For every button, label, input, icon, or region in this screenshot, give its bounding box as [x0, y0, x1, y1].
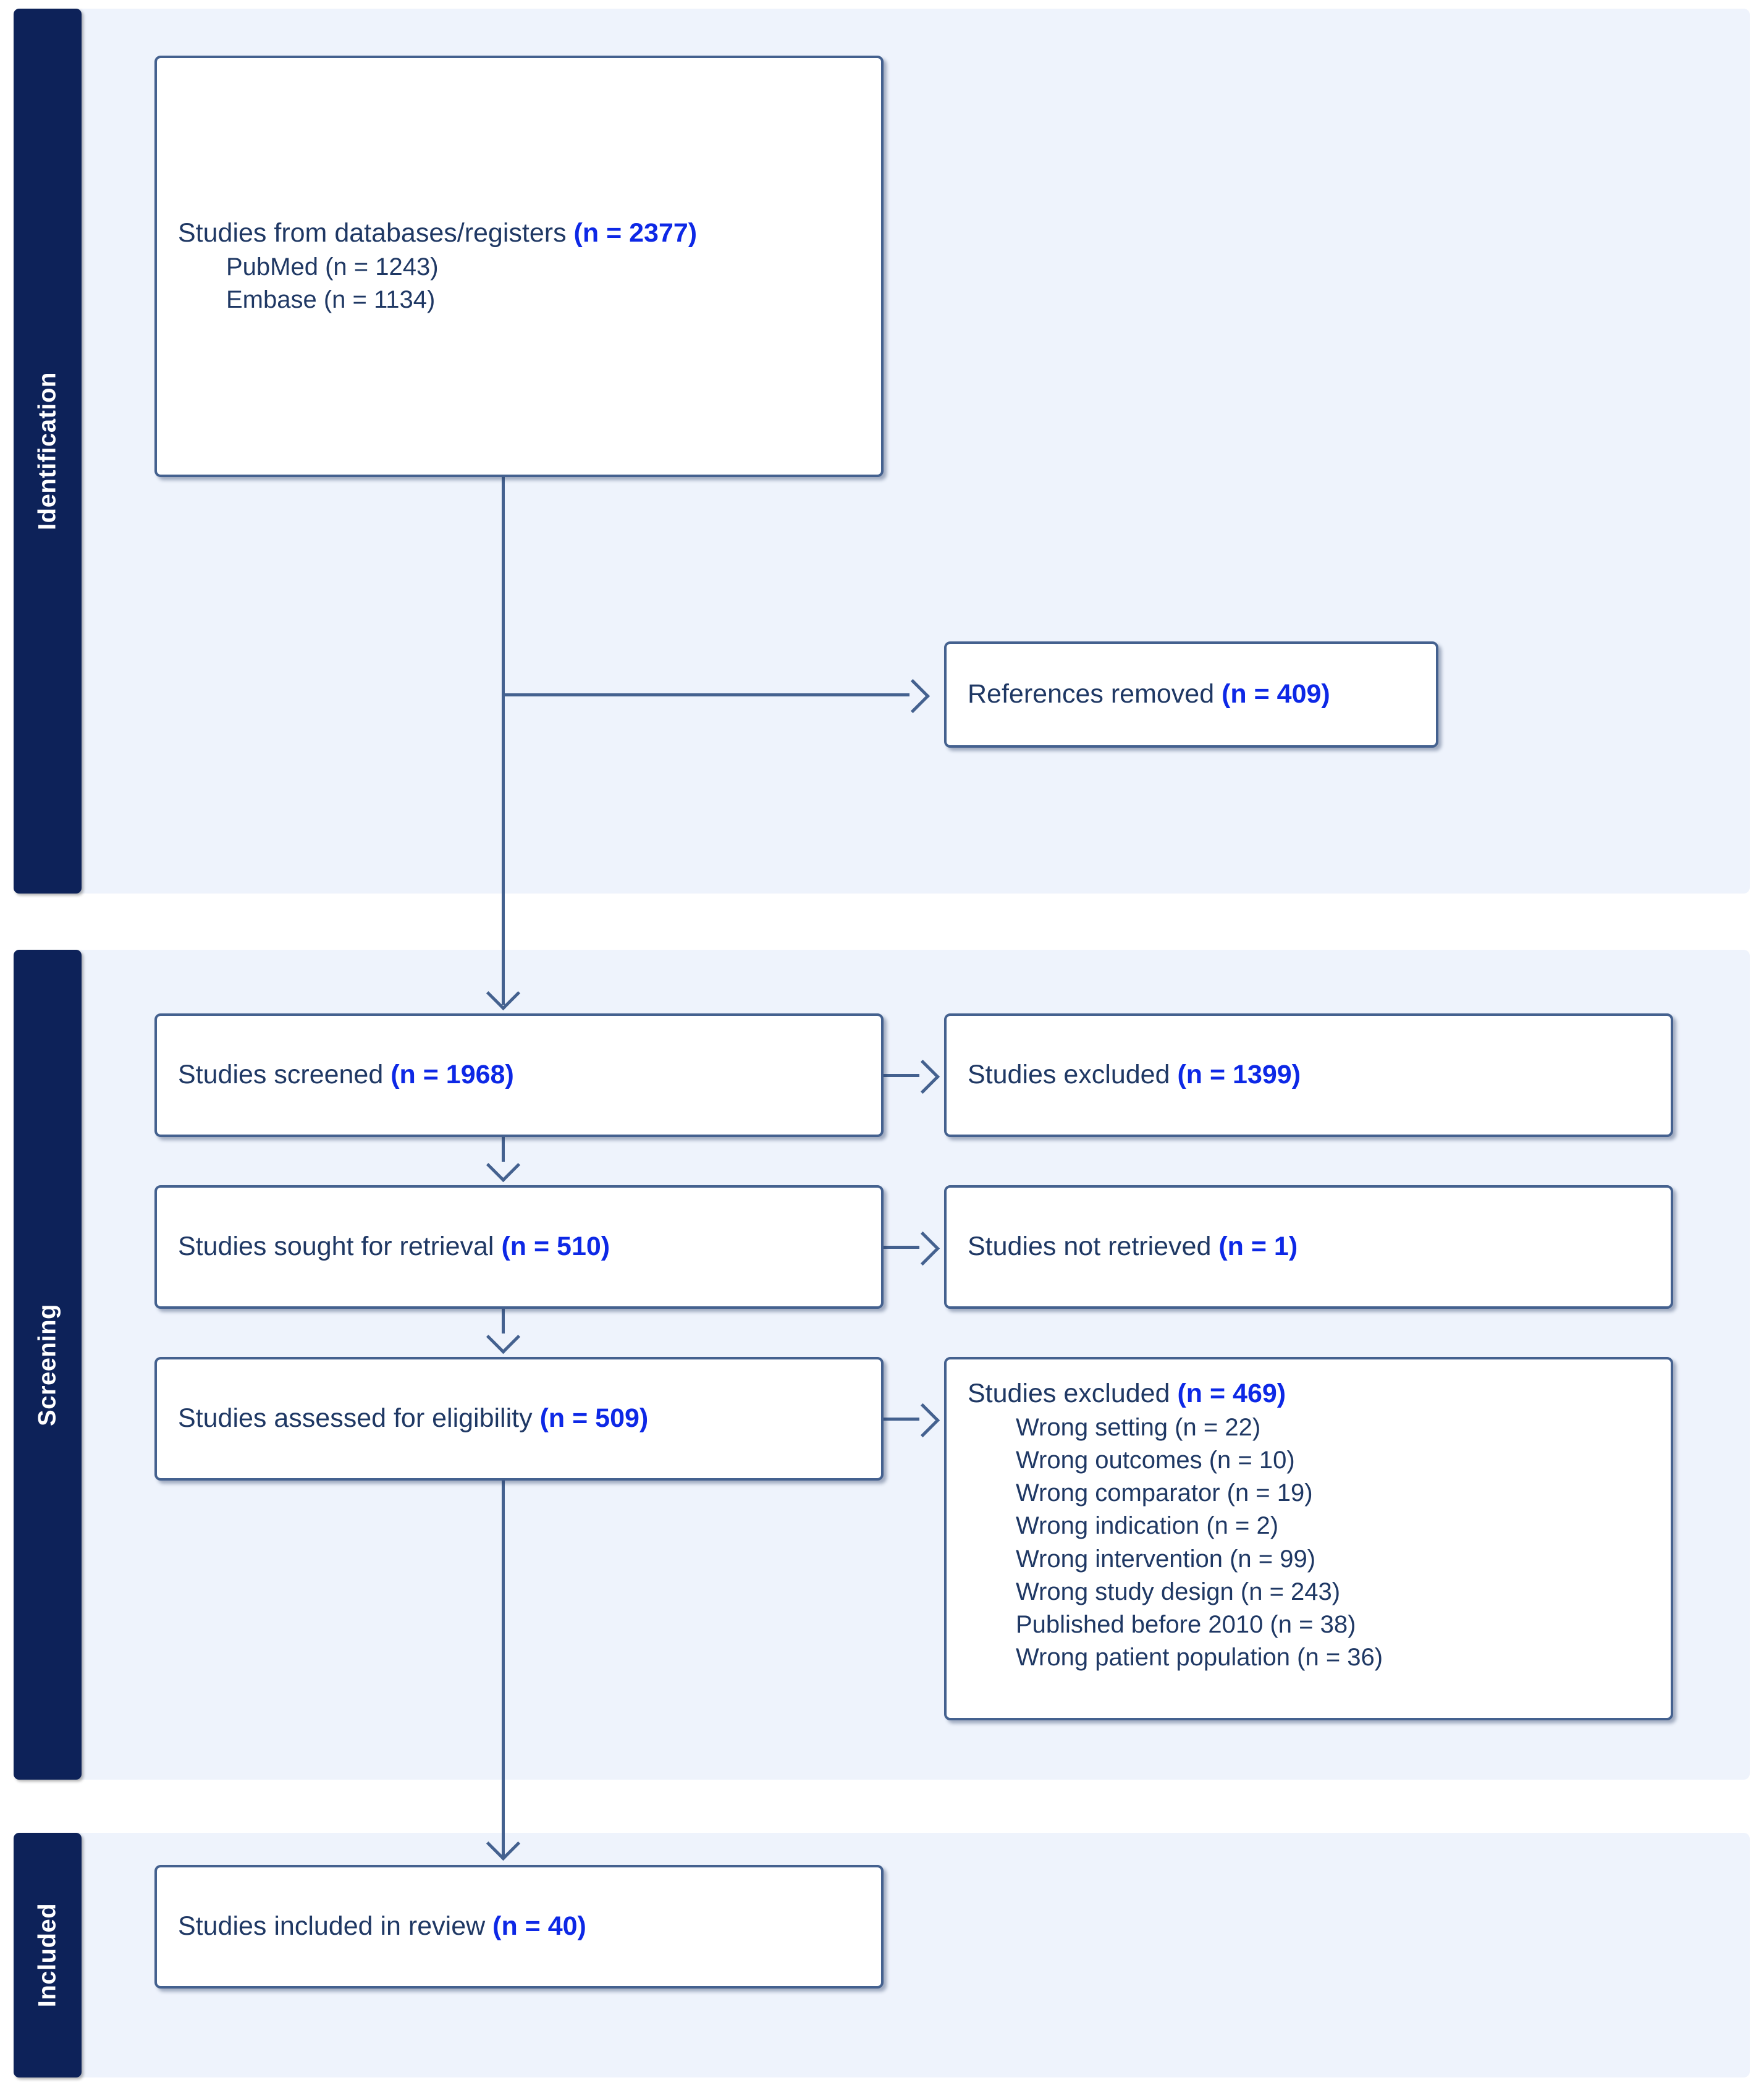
node-studies-included-in-review: Studies included in review (n = 40)	[154, 1865, 884, 1989]
node-studies-excluded-screening: Studies excluded (n = 1399)	[944, 1013, 1673, 1137]
connector-sought-to-assessed	[502, 1309, 505, 1334]
connector-screened-to-sought	[502, 1137, 505, 1162]
node-references-removed-count: (n = 409)	[1222, 679, 1330, 709]
exclusion-reason: Wrong study design (n = 243)	[1016, 1578, 1341, 1605]
exclusion-reason: Wrong outcomes (n = 10)	[1016, 1447, 1295, 1474]
node-studies-included-content: Studies included in review (n = 40)	[157, 1909, 881, 1944]
stage-tab-included: Included	[14, 1833, 82, 2077]
node-studies-not-retrieved-headline: Studies not retrieved (n = 1)	[968, 1230, 1650, 1264]
node-studies-sought-content: Studies sought for retrieval (n = 510)	[157, 1230, 881, 1264]
connector-sought-to-not-retrieved	[884, 1246, 919, 1249]
node-studies-excluded-eligibility-headline: Studies excluded (n = 469)	[968, 1377, 1650, 1411]
node-studies-excluded-eligibility: Studies excluded (n = 469) Wrong setting…	[944, 1357, 1673, 1720]
connector-screened-to-excluded	[884, 1074, 919, 1077]
stage-label-included: Included	[33, 1903, 61, 2008]
node-studies-not-retrieved-content: Studies not retrieved (n = 1)	[947, 1230, 1671, 1264]
connector-assessed-to-included	[502, 1481, 505, 1856]
stage-label-identification: Identification	[33, 372, 61, 530]
node-studies-screened-label: Studies screened	[178, 1060, 384, 1090]
node-studies-sought-headline: Studies sought for retrieval (n = 510)	[178, 1230, 860, 1264]
node-studies-assessed-for-eligibility: Studies assessed for eligibility (n = 50…	[154, 1357, 884, 1481]
node-studies-included-label: Studies included in review	[178, 1911, 486, 1942]
exclusion-reason: Wrong setting (n = 22)	[1016, 1413, 1261, 1441]
node-studies-assessed-count: (n = 509)	[539, 1403, 649, 1434]
node-studies-screened-content: Studies screened (n = 1968)	[157, 1058, 881, 1093]
node-studies-from-databases: Studies from databases/registers (n = 23…	[154, 56, 884, 477]
connector-to-references-removed	[502, 693, 909, 696]
node-studies-excluded-eligibility-count: (n = 469)	[1177, 1379, 1286, 1408]
node-studies-not-retrieved-count: (n = 1)	[1218, 1232, 1298, 1262]
connector-sources-to-screened	[502, 477, 505, 1005]
node-studies-excluded-screening-content: Studies excluded (n = 1399)	[947, 1058, 1671, 1093]
node-sources-content: Studies from databases/registers (n = 23…	[157, 216, 881, 316]
stage-label-screening: Screening	[33, 1303, 61, 1426]
node-references-removed-headline: References removed (n = 409)	[968, 677, 1415, 712]
node-studies-excluded-eligibility-content: Studies excluded (n = 469) Wrong setting…	[947, 1359, 1671, 1674]
node-studies-excluded-screening-count: (n = 1399)	[1177, 1060, 1301, 1090]
node-studies-included-headline: Studies included in review (n = 40)	[178, 1909, 860, 1944]
node-studies-screened-count: (n = 1968)	[390, 1060, 514, 1090]
node-references-removed-label: References removed	[968, 679, 1215, 709]
stage-tab-screening: Screening	[14, 950, 82, 1780]
node-studies-sought-count: (n = 510)	[501, 1232, 610, 1262]
node-sources-label: Studies from databases/registers	[178, 218, 567, 248]
node-studies-screened-headline: Studies screened (n = 1968)	[178, 1058, 860, 1093]
node-studies-screened: Studies screened (n = 1968)	[154, 1013, 884, 1137]
exclusion-reason: Wrong comparator (n = 19)	[1016, 1479, 1313, 1507]
exclusion-reason: Wrong intervention (n = 99)	[1016, 1545, 1316, 1573]
connector-assessed-to-excluded	[884, 1418, 919, 1421]
node-sources-count: (n = 2377)	[573, 218, 698, 248]
node-sources-sub-pubmed: PubMed (n = 1243)	[226, 253, 439, 281]
node-studies-sought-label: Studies sought for retrieval	[178, 1232, 494, 1262]
node-studies-sought-for-retrieval: Studies sought for retrieval (n = 510)	[154, 1185, 884, 1309]
exclusion-reason: Published before 2010 (n = 38)	[1016, 1611, 1356, 1639]
node-references-removed: References removed (n = 409)	[944, 641, 1438, 748]
node-references-removed-content: References removed (n = 409)	[947, 677, 1436, 712]
node-studies-assessed-content: Studies assessed for eligibility (n = 50…	[157, 1401, 881, 1436]
node-studies-excluded-screening-headline: Studies excluded (n = 1399)	[968, 1058, 1650, 1093]
node-studies-assessed-headline: Studies assessed for eligibility (n = 50…	[178, 1401, 860, 1436]
node-studies-included-count: (n = 40)	[492, 1911, 586, 1942]
stage-tab-identification: Identification	[14, 9, 82, 894]
exclusion-reason: Wrong patient population (n = 36)	[1016, 1644, 1383, 1672]
node-studies-excluded-eligibility-label: Studies excluded	[968, 1379, 1170, 1408]
node-sources-sub-embase: Embase (n = 1134)	[226, 285, 436, 313]
node-sources-headline: Studies from databases/registers (n = 23…	[178, 216, 860, 251]
node-studies-excluded-screening-label: Studies excluded	[968, 1060, 1170, 1090]
exclusion-reason: Wrong indication (n = 2)	[1016, 1512, 1279, 1540]
node-studies-not-retrieved: Studies not retrieved (n = 1)	[944, 1185, 1673, 1309]
node-studies-not-retrieved-label: Studies not retrieved	[968, 1232, 1212, 1262]
node-studies-assessed-label: Studies assessed for eligibility	[178, 1403, 533, 1434]
